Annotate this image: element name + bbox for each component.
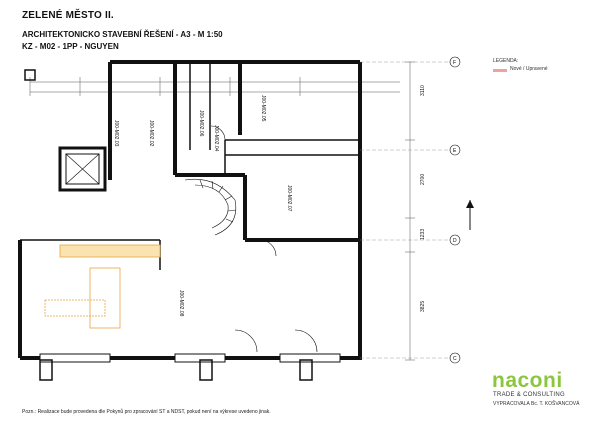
drawing-author: VYPRACOVALA Bc. T. KOŠVANCOVÁ [493,401,580,407]
legend-title: LEGENDA: [493,58,519,64]
room-label: J00-M02.03 [113,120,119,147]
elevator-shaft [58,146,107,192]
room-label: J00-M02.02 [148,120,154,147]
drawing-subtitle: ARCHITEKTONICKO STAVEBNÍ ŘEŠENÍ - A3 - M… [22,30,223,39]
kitchen-area [44,244,161,329]
section-arrow [466,200,474,230]
door-swings [210,125,318,353]
top-dimension-lines [29,77,400,96]
right-dimensions: 3110 2700 1233 3825 [420,85,426,312]
room-label: J00-M02.04 [213,125,219,152]
windows [39,353,341,363]
grid-marker: C [453,356,457,362]
right-dimension-lines [405,61,415,361]
legend-item-label: Nové / Upravené [510,66,548,72]
grid-marker: F [453,60,456,66]
staircase [184,178,237,236]
dimension-label: 3825 [420,301,426,312]
grid-marker: E [453,148,457,154]
grid-axis-markers: F E D C [360,56,461,364]
legend-swatch [493,69,507,72]
room-label: J00-M02.08 [178,290,184,317]
dimension-label: 2700 [420,174,426,185]
drawing-code: KZ - M02 - 1PP - NGUYEN [22,42,119,51]
room-label: J00-M02.07 [286,185,292,212]
project-title: ZELENÉ MĚSTO II. [22,10,114,21]
room-label: J00-M02.05 [260,95,266,122]
main-walls [18,60,362,360]
grid-marker: D [453,238,457,244]
company-logo: naconi [492,369,563,392]
dimension-label: 3110 [420,85,426,96]
company-tagline: TRADE & CONSULTING [493,392,565,398]
dimension-label: 1233 [420,229,426,240]
footnote: Pozn.: Realizace bude provedena dle Poky… [22,409,271,415]
left-edge-details [24,69,313,381]
room-labels: J00-M02.02 J00-M02.03 J00-M02.04 J00-M02… [113,95,292,317]
room-label: J00-M02.06 [198,110,204,137]
